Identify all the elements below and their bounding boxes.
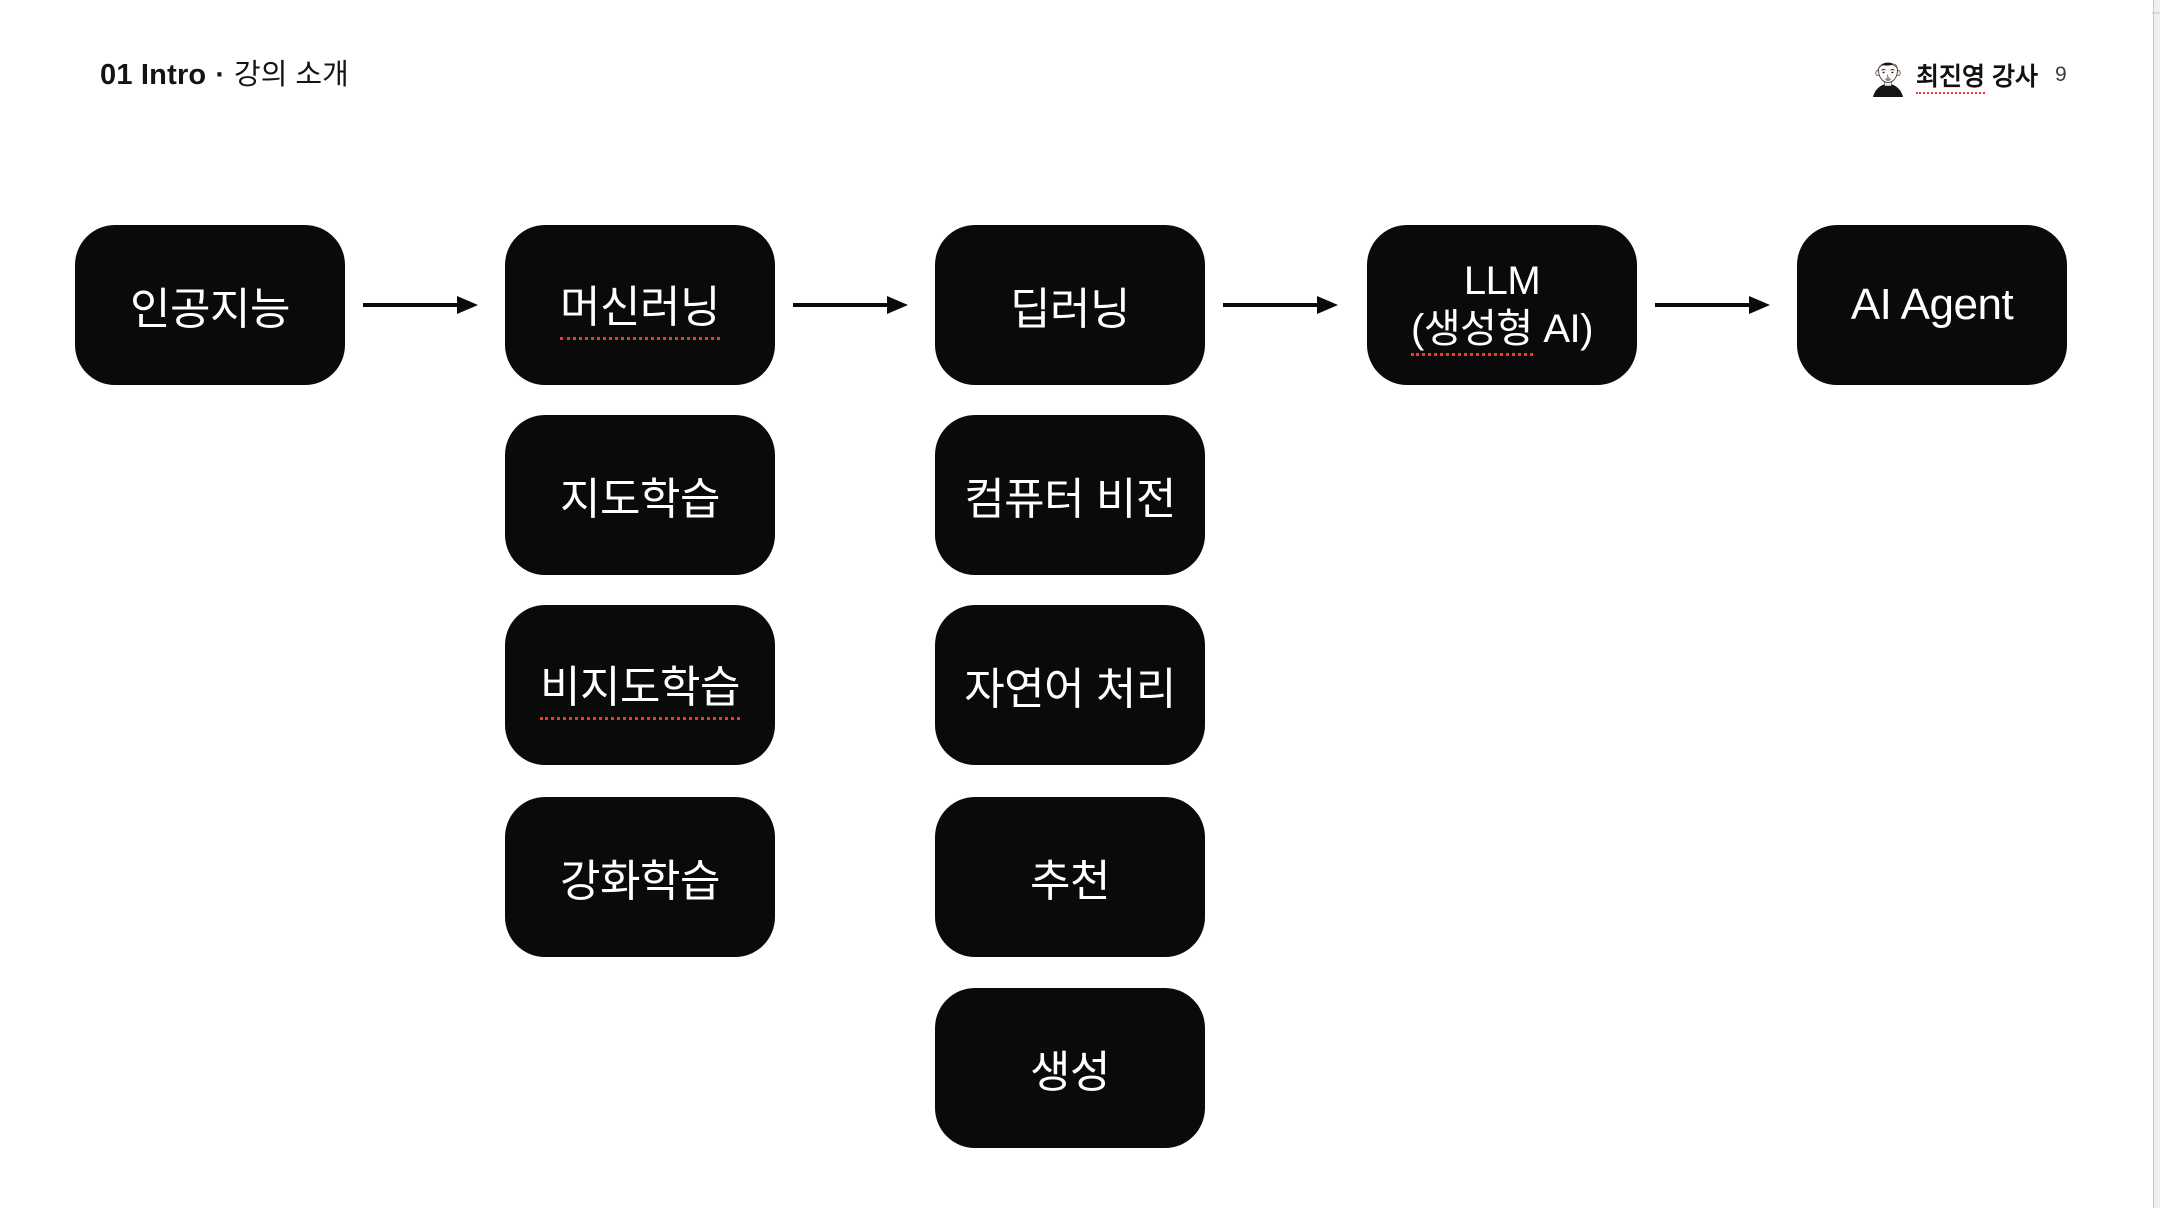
node-label: 생성 <box>1030 1048 1110 1097</box>
node-unsupervised-learning: 비지도학습 <box>505 605 775 765</box>
node-ai-agent: AI Agent <box>1797 225 2067 385</box>
title-separator: · <box>215 59 226 91</box>
node-label-line2-rest: AI) <box>1532 307 1593 351</box>
arrow-dl-to-llm-icon <box>1223 296 1338 314</box>
node-machine-learning: 머신러닝 <box>505 225 775 385</box>
node-computer-vision: 컴퓨터 비전 <box>935 415 1205 575</box>
node-label: AI Agent <box>1850 280 2014 329</box>
page-title: 01 Intro·강의 소개 <box>100 58 349 92</box>
node-artificial-intelligence: 인공지능 <box>75 225 345 385</box>
instructor-role: 강사 <box>1992 63 2039 91</box>
node-reinforcement-learning: 강화학습 <box>505 797 775 957</box>
node-label: 인공지능 <box>130 285 290 334</box>
instructor-avatar-icon <box>1870 53 1906 97</box>
section-number: 01 Intro <box>100 59 207 91</box>
node-supervised-learning: 지도학습 <box>505 415 775 575</box>
node-label: 자연어 처리 <box>964 665 1176 714</box>
node-recommendation: 추천 <box>935 797 1205 957</box>
node-label: 딥러닝 <box>1010 285 1130 334</box>
scrollbar-top-divider <box>2152 12 2160 14</box>
arrow-ai-to-ml-icon <box>363 296 478 314</box>
node-label: 강화학습 <box>560 857 720 906</box>
node-label: 지도학습 <box>560 475 720 524</box>
node-label: 머신러닝 <box>560 271 720 340</box>
arrow-ml-to-dl-icon <box>793 296 908 314</box>
node-natural-language-processing: 자연어 처리 <box>935 605 1205 765</box>
page-number: 9 <box>2055 63 2067 86</box>
arrow-llm-to-agent-icon <box>1655 296 1770 314</box>
node-llm-generative-ai: LLM (생성형 AI) <box>1367 225 1637 385</box>
section-subtitle: 강의 소개 <box>234 59 349 91</box>
node-label-line2: (생성형 AI) <box>1411 305 1593 356</box>
node-label: 비지도학습 <box>540 651 740 720</box>
scrollbar-track[interactable] <box>2153 0 2160 1208</box>
node-deep-learning: 딥러닝 <box>935 225 1205 385</box>
node-label-line2-marked: (생성형 <box>1411 307 1533 356</box>
instructor-name-text: 최진영 <box>1916 63 1986 94</box>
node-label: 컴퓨터 비전 <box>964 475 1176 524</box>
node-generation: 생성 <box>935 988 1205 1148</box>
node-label: 추천 <box>1030 857 1110 906</box>
node-label-line1: LLM <box>1463 259 1541 303</box>
